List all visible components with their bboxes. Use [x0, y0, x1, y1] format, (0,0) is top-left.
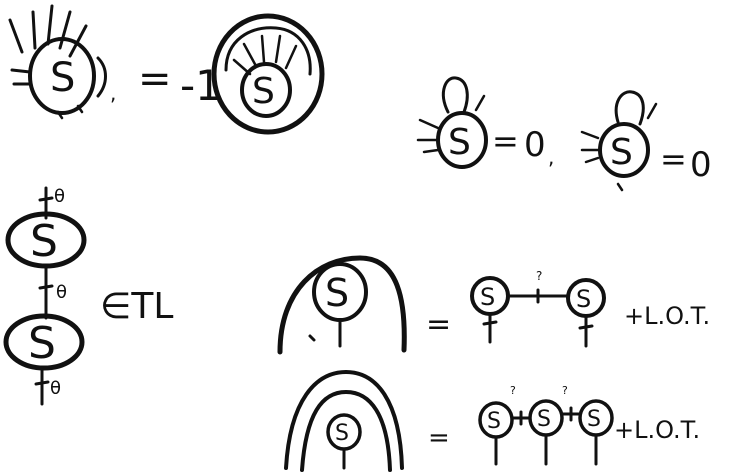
edge-label-theta: θ: [50, 378, 61, 399]
encircled-vertex: S: [211, 13, 325, 135]
value-zero: 0: [524, 125, 546, 165]
arc: [277, 255, 407, 355]
vertex-label: S: [335, 421, 349, 446]
lower-order-terms: +L.O.T.: [624, 302, 710, 330]
comma: ,: [548, 145, 554, 169]
bracket-mark: [96, 56, 107, 98]
vertex-label: S: [325, 271, 349, 315]
inner-arc: [300, 390, 392, 472]
vertex-oval: [598, 122, 650, 178]
vertex-label: S: [587, 407, 601, 432]
self-loop: [614, 90, 645, 126]
vertex-label: S: [448, 122, 471, 163]
vertex-oval: [28, 37, 96, 115]
outer-loop: [211, 13, 325, 135]
self-loop: [442, 76, 469, 114]
equals-sign: =: [492, 122, 519, 160]
arched-vertex-double: S: [284, 370, 404, 472]
edge-label-theta: θ: [54, 186, 65, 207]
vertex-chain: θ S θ S θ: [3, 186, 87, 406]
membership-tl: ∈TL: [100, 286, 173, 327]
vertex-label: S: [252, 71, 275, 112]
equals-sign: =: [428, 423, 450, 453]
edge-label-theta: θ: [56, 282, 67, 303]
vertex-ticks: [416, 94, 486, 154]
vertex-oval: [3, 313, 85, 371]
vertex-leg: [578, 314, 594, 348]
equals-sign: =: [138, 56, 172, 102]
lower-order-terms: +L.O.T.: [614, 416, 700, 444]
edge-marker: ?: [562, 384, 568, 397]
vertex-label: S: [28, 318, 56, 369]
two-vertex-product: S ? S: [470, 269, 606, 348]
equals-sign: =: [660, 140, 687, 178]
vertex-oval: [240, 62, 292, 118]
comma: ,: [110, 81, 116, 105]
arched-vertex-single: S: [277, 255, 407, 355]
vertex-label: S: [576, 285, 591, 313]
vertex-label: S: [487, 409, 501, 434]
vertex-label: S: [610, 132, 633, 173]
inner-legs: [232, 34, 298, 76]
edge-marker: ?: [536, 269, 542, 283]
connecting-edge: [560, 406, 582, 422]
vertex-leg: [308, 318, 342, 348]
connecting-edge: [510, 410, 532, 426]
chain-middle-edge: [38, 264, 54, 320]
tadpole-vertex-2: S: [580, 90, 658, 192]
equals-sign: =: [426, 307, 451, 342]
vertex-with-legs-1: S: [8, 4, 107, 120]
vertex-label: S: [50, 55, 75, 101]
vertex-oval: [436, 111, 488, 169]
tadpole-vertex-1: S: [416, 76, 488, 169]
vertex-legs: [8, 4, 88, 58]
connecting-edge: [506, 288, 570, 304]
value-zero: 0: [690, 145, 712, 185]
edge-marker: ?: [510, 384, 516, 397]
vertex-label: S: [480, 283, 495, 311]
vertex-label: S: [537, 407, 551, 432]
inner-arc: [224, 26, 312, 76]
outer-arc: [284, 370, 404, 470]
three-vertex-product: S ? S ? S: [478, 384, 614, 466]
vertex-left-ticks: [10, 68, 32, 86]
vertex-leg: [482, 312, 498, 344]
vertex-label: S: [30, 216, 58, 267]
chain-bottom-leg: [34, 366, 50, 406]
vertex-ticks: [580, 102, 658, 192]
